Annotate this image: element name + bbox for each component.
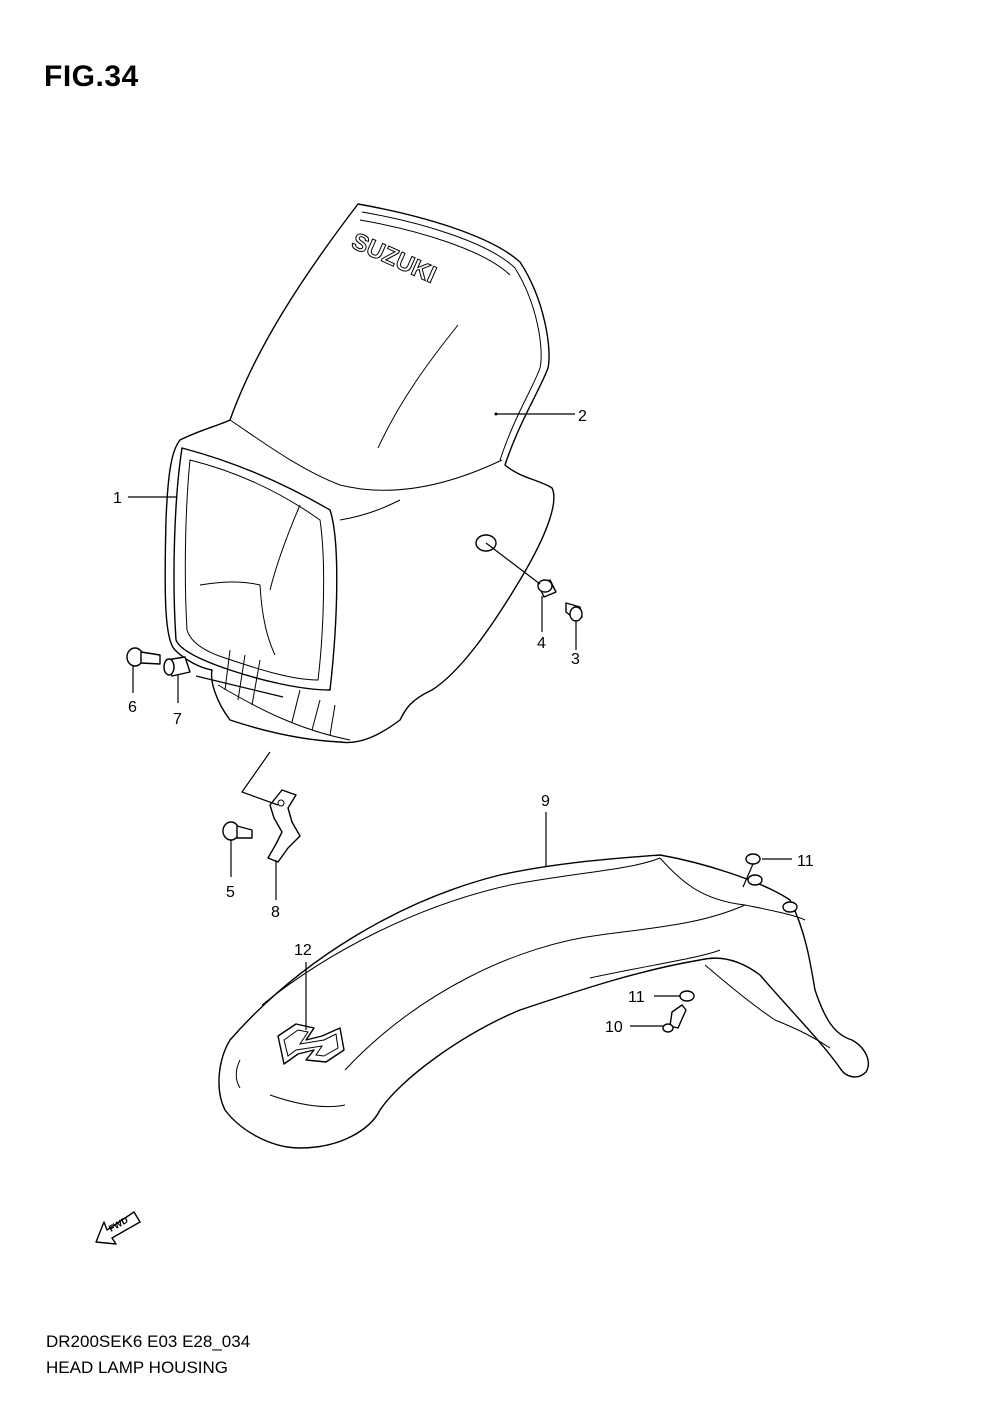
- fwd-arrow: FWD: [95, 1211, 141, 1245]
- screw-3: [565, 602, 583, 622]
- bracket-8: [267, 789, 301, 863]
- front-fender: [218, 854, 870, 1149]
- callout-10: 10: [605, 1019, 623, 1036]
- bolt-5: [222, 821, 253, 841]
- nut-11-top: [745, 853, 761, 865]
- collar-7: [163, 656, 191, 677]
- callout-12: 12: [294, 942, 312, 959]
- callout-3: 3: [571, 651, 580, 668]
- bolt-10: [662, 1004, 687, 1033]
- callout-6: 6: [128, 699, 137, 716]
- callout-1: 1: [113, 490, 122, 507]
- callout-7: 7: [173, 711, 182, 728]
- callout-11-lower: 11: [628, 989, 645, 1006]
- figure-title: FIG.34: [44, 60, 139, 93]
- callout-2: 2: [578, 408, 587, 425]
- headlamp-housing: SUZUKI: [164, 203, 555, 744]
- nut-11-lower: [679, 990, 695, 1002]
- callout-9: 9: [541, 793, 550, 810]
- collar-4: [537, 579, 557, 598]
- leader-lines: [128, 412, 792, 1030]
- drawing-code: DR200SEK6 E03 E28_034: [46, 1332, 251, 1351]
- bolt-6: [126, 647, 161, 667]
- suzuki-s-emblem: [277, 1023, 345, 1065]
- callout-8: 8: [271, 904, 280, 921]
- callout-4: 4: [537, 635, 546, 652]
- callout-11-top: 11: [797, 853, 814, 870]
- drawing-name: HEAD LAMP HOUSING: [46, 1358, 229, 1377]
- callout-labels: 1 2 3 4 5 6 7 8 9 10 11 11 12: [113, 408, 814, 1036]
- callout-5: 5: [226, 884, 235, 901]
